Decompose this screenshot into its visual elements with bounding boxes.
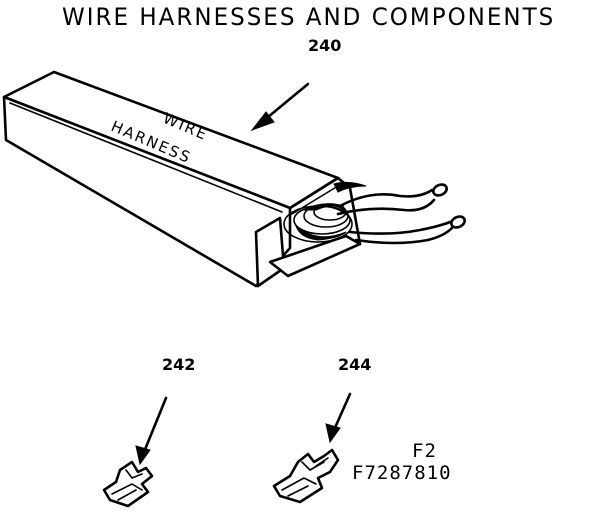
arrow-244 [325,392,352,444]
arrow-240 [250,82,310,132]
terminal-244 [272,448,340,504]
part-number-code: F7287810 [352,462,452,484]
part-label-244: 244 [338,355,372,374]
page-title: WIRE HARNESSES AND COMPONENTS [62,4,556,32]
wire-harness-box: WIRE HARNESS [2,70,466,288]
part-label-240: 240 [308,36,342,55]
arrow-242 [135,396,168,466]
part-label-242: 242 [162,355,196,374]
terminal-242 [102,460,154,508]
figure-code: F2 [412,440,437,462]
